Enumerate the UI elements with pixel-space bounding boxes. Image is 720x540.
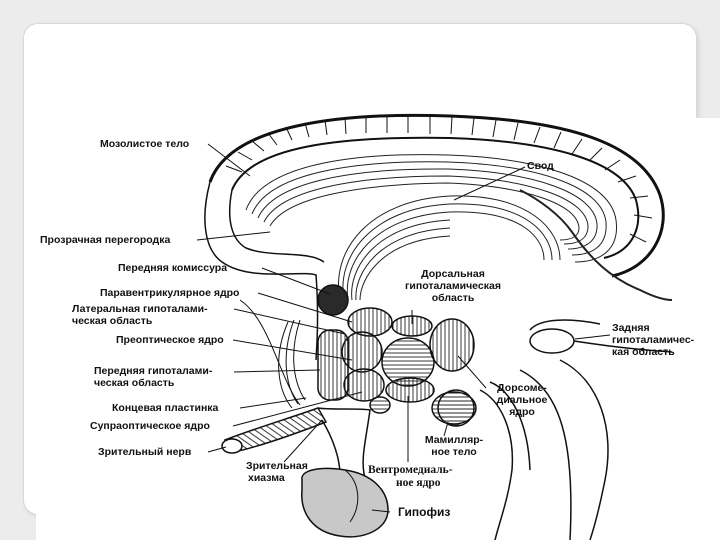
pituitary [301,407,389,538]
label-corpus-callosum: Мозолистое тело [100,138,190,150]
label-preoptic-nucleus: Преоптическое ядро [116,334,224,346]
brainstem-outline [479,359,609,540]
fornix [245,154,673,301]
label-lamina-terminalis: Концевая пластинка [112,402,219,414]
label-mammillary-body: Мамилляр- ное тело [424,434,484,458]
hypothalamic-nuclei [317,307,477,425]
label-posterior-hypothalamic-area: Задняя гипоталамичес- кая область [612,322,695,358]
corpus-callosum [208,113,665,278]
optic-nerve [221,407,328,454]
lamina-terminalis [239,299,306,409]
label-supraoptic-nucleus: Супраоптическое ядро [90,420,210,432]
posterior-commissure [529,319,673,354]
label-fornix: Свод [527,160,554,172]
label-lateral-hypothalamic-area: Латеральная гипоталами- ческая область [72,303,208,327]
label-anterior-commissure: Передняя комиссура [118,262,228,274]
mammillary-body [437,389,475,427]
label-dorsal-hypothalamic-area: Дорсальная гипоталамическая область [405,268,501,304]
label-ventromedial-nucleus: Вентромедиаль- ное ядро [368,464,453,489]
label-optic-chiasm: Зрительная хиазма [246,460,308,484]
label-anterior-hypothalamic-area: Передняя гипоталами- ческая область [94,365,213,389]
thalamus-striae [338,195,561,301]
label-optic-nerve: Зрительный нерв [98,446,192,458]
label-paraventricular-nucleus: Паравентрикулярное ядро [100,287,240,299]
leader-lines [196,143,611,513]
label-pituitary: Гипофиз [398,505,451,519]
label-dorsomedial-nucleus: Дорсоме- диальное ядро [496,382,548,418]
septum-pellucidum [204,181,325,361]
anterior-commissure [317,284,349,316]
label-septum: Прозрачная перегородка [40,234,171,246]
